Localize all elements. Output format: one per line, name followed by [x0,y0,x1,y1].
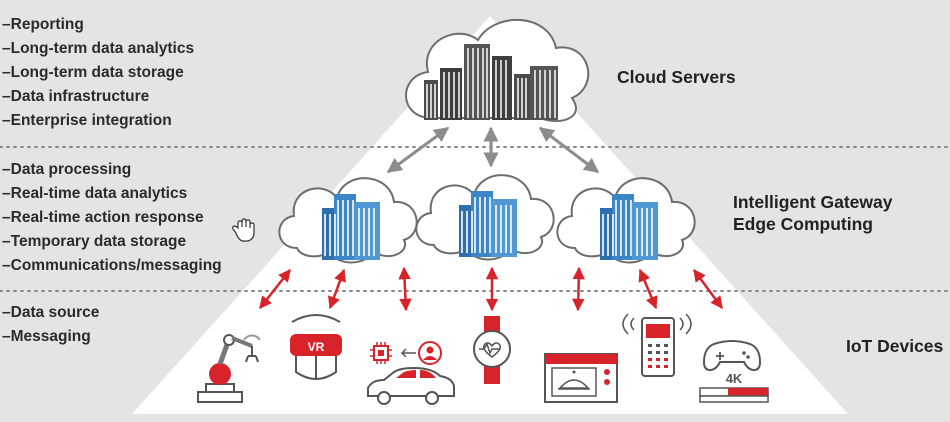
list-item: Long-term data storage [2,61,194,85]
list-item: Reporting [2,13,194,37]
smartwatch-icon [473,316,511,384]
list-item: Long-term data analytics [2,37,194,61]
edge-computing-title: Intelligent Gateway Edge Computing [733,192,893,234]
iot-functions-list: Data source Messaging [2,301,100,349]
list-item: Data processing [2,158,222,182]
list-item: Temporary data storage [2,230,222,254]
edge-functions-list: Data processing Real-time data analytics… [2,158,222,278]
list-item: Data infrastructure [2,85,194,109]
robot-arm-icon [197,334,261,403]
arrow-left-icon [400,348,416,358]
chip-icon [370,342,392,364]
cloud-servers-title: Cloud Servers [617,67,736,87]
list-item: Real-time action response [2,206,222,230]
phone-icon [622,313,692,377]
iot-devices-title: IoT Devices [846,336,944,356]
list-item: Data source [2,301,100,325]
list-item: Messaging [2,325,99,349]
person-icon [418,341,442,365]
console-4k-label: 4K [726,371,743,386]
cloud-functions-list: Reporting Long-term data analytics Long-… [2,13,194,133]
list-item: Communications/messaging [2,254,222,278]
cloud-edge-connectors [386,126,600,174]
car-icon [367,366,455,405]
microwave-icon [544,353,618,403]
vr-label: VR [308,340,325,354]
list-item: Real-time data analytics [2,182,222,206]
game-controller-icon: 4K [699,340,769,403]
list-item: Enterprise integration [2,109,194,133]
cloud-server-icon [405,19,590,123]
vr-headset-icon: VR [290,314,342,380]
hand-cursor-icon [232,218,255,242]
edge-device-connectors [259,266,724,312]
